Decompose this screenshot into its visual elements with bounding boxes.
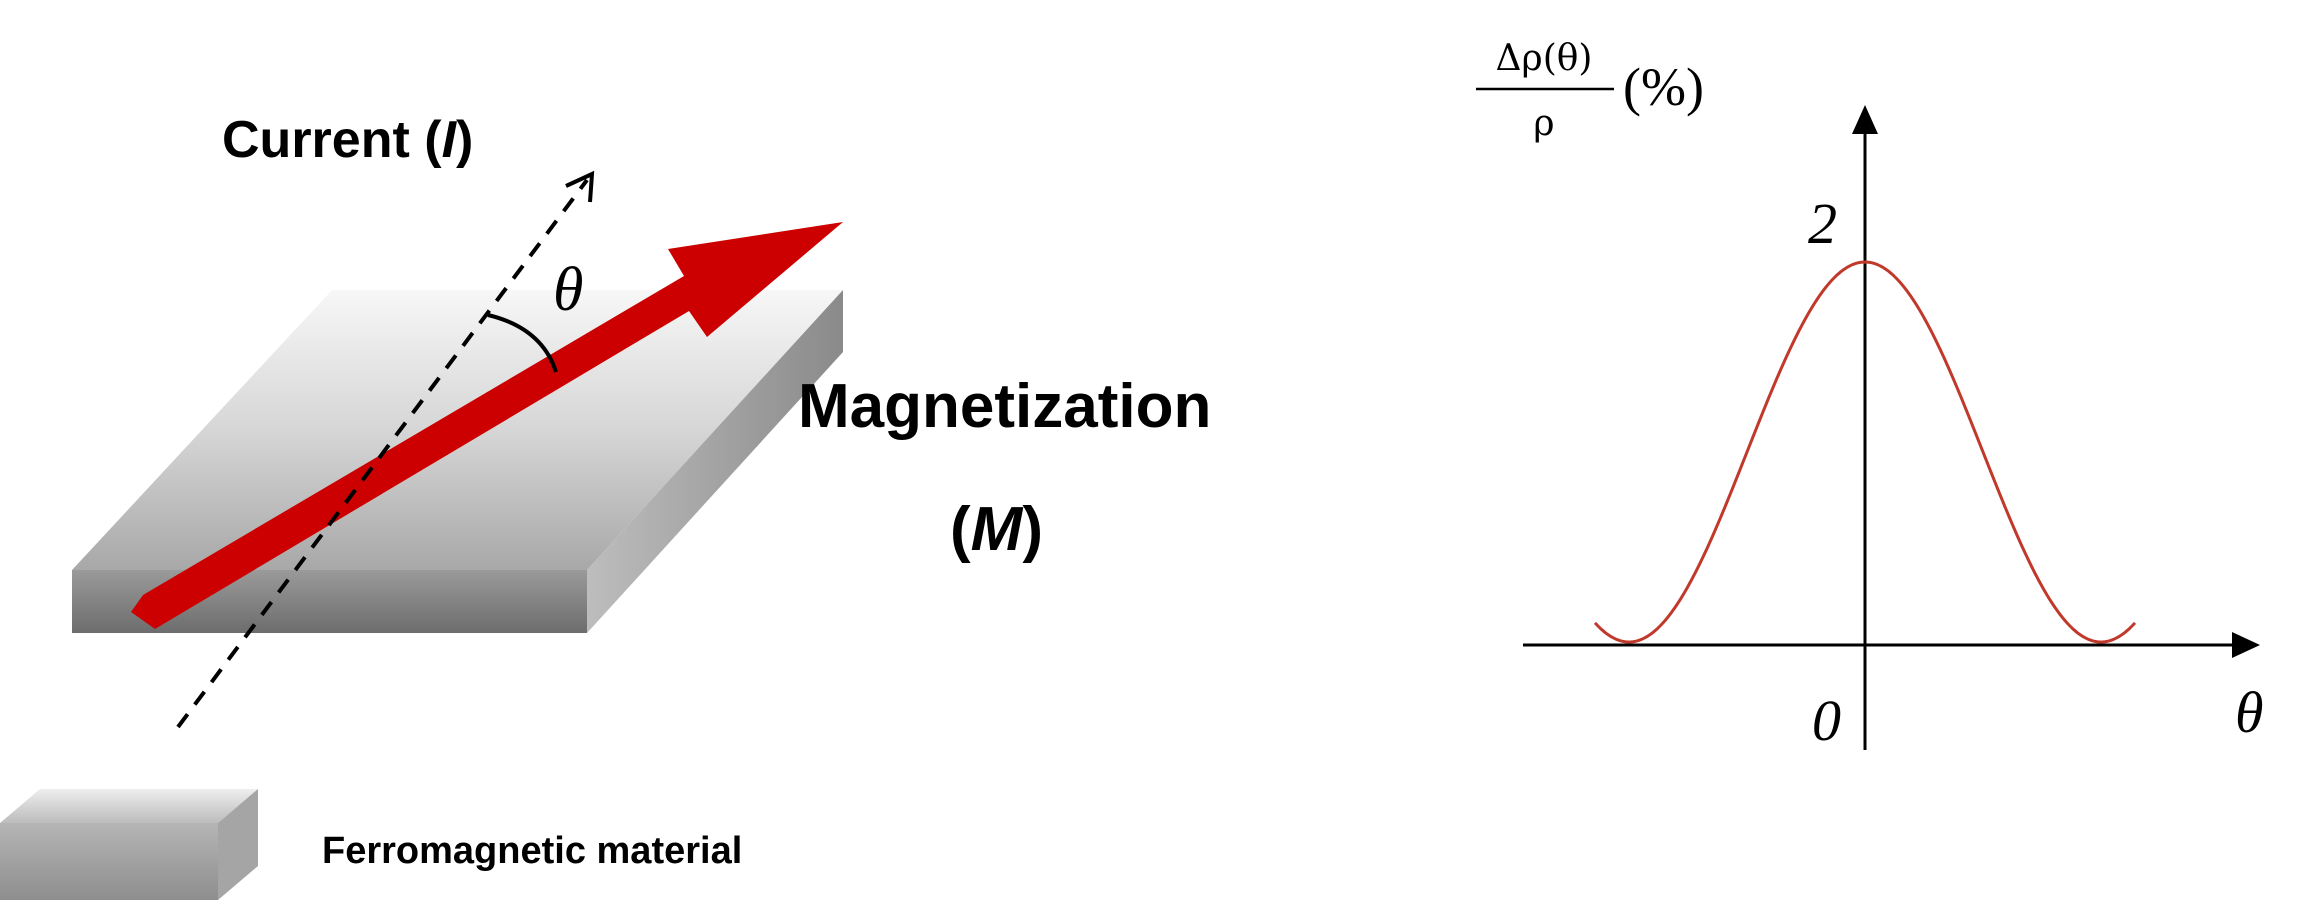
origin-label: 0	[1812, 688, 1841, 753]
y-tick-label: 2	[1808, 191, 1837, 256]
legend-swatch-front	[0, 823, 218, 900]
angle-arc	[487, 313, 558, 373]
x-axis-label: θ	[2235, 680, 2264, 745]
current-arrowhead	[565, 170, 595, 203]
magnetization-arrow	[131, 222, 843, 629]
amr-chart: 2 0 θ Δρ(θ) ρ (%)	[1476, 38, 2264, 753]
y-axis-label-denominator: ρ	[1533, 103, 1554, 144]
magnetization-label: Magnetization	[798, 372, 1211, 441]
theta-angle-label: θ	[553, 256, 583, 324]
legend-swatch-side	[218, 789, 258, 900]
y-axis-label-unit: (%)	[1623, 57, 1704, 117]
current-label: Current (I)	[222, 111, 473, 169]
legend: Ferromagnetic material	[0, 789, 742, 900]
x-axis-arrowhead	[2232, 632, 2260, 658]
amr-curve-line	[1593, 260, 2137, 644]
magnetization-symbol-label: (M)	[950, 495, 1043, 564]
slab-side-face	[587, 290, 843, 633]
current-dashed-line	[176, 178, 589, 729]
y-axis-arrowhead	[1852, 105, 1878, 134]
y-axis-label-numerator: Δρ(θ)	[1496, 38, 1593, 79]
legend-label: Ferromagnetic material	[322, 830, 742, 872]
current-arrow	[176, 170, 595, 729]
legend-swatch-top	[0, 789, 258, 823]
